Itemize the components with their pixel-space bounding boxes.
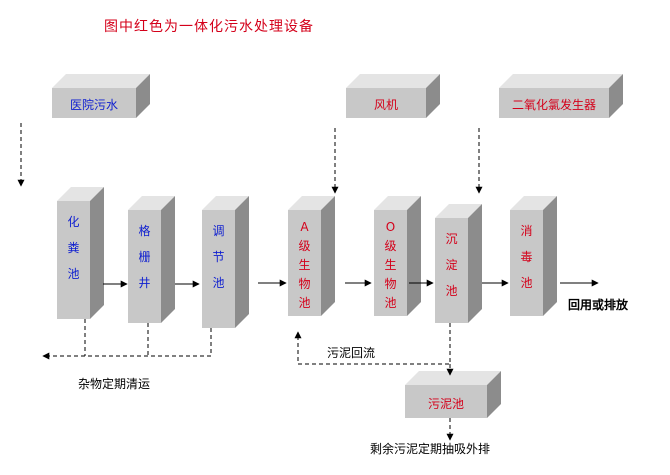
reuse-discharge-label: 回用或排放 <box>568 298 629 312</box>
o-stage-bio-tank-label: O 级 生 物 池 <box>384 220 397 310</box>
septic-tank-box <box>57 187 104 319</box>
equalization-tank-label: 调 节 池 <box>212 224 225 290</box>
disinfection-tank-label: 消 毒 池 <box>520 224 533 290</box>
diagram-title: 图中红色为一体化污水处理设备 <box>104 19 314 35</box>
septic-tank-label: 化 粪 池 <box>67 215 80 281</box>
blower-label: 风机 <box>373 98 398 112</box>
sludge-return-label: 污泥回流 <box>327 346 376 360</box>
a-stage-bio-tank-label: A 级 生 物 池 <box>298 220 311 310</box>
o-stage-bio-tank-box <box>374 196 421 316</box>
sludge-pumping-label: 剩余污泥定期抽吸外排 <box>370 442 491 456</box>
disinfection-tank-box <box>510 196 557 316</box>
grille-well-box <box>128 196 175 323</box>
chlorine-dioxide-generator-label: 二氧化氯发生器 <box>511 98 596 112</box>
debris-cleaning-label: 杂物定期清运 <box>78 377 151 391</box>
sedimentation-tank-label: 沉 淀 池 <box>445 232 458 298</box>
blower-box <box>346 74 440 118</box>
sludge-tank-box <box>405 371 501 418</box>
chlorine-dioxide-generator-box <box>499 74 623 118</box>
hospital-sewage-label: 医院污水 <box>69 98 118 112</box>
equalization-tank-box <box>202 196 249 328</box>
a-stage-bio-tank-box <box>288 196 335 316</box>
grille-well-label: 格 栅 井 <box>138 224 151 290</box>
sludge-tank-label: 污泥池 <box>427 397 464 411</box>
sedimentation-tank-box <box>435 204 482 323</box>
hospital-sewage-box <box>52 74 150 118</box>
